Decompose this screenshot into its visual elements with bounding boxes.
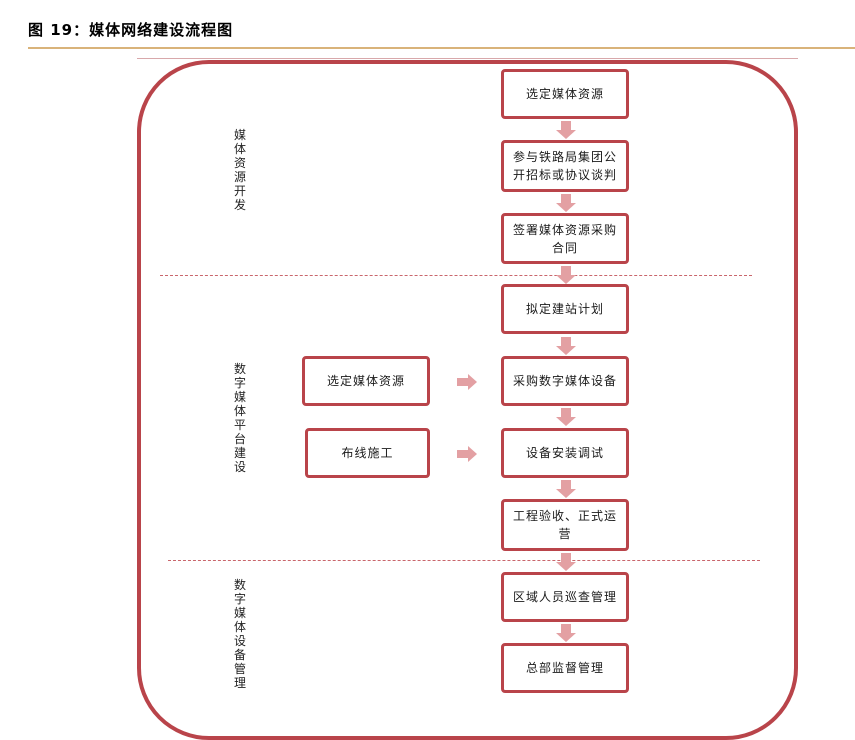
right-arrow-1 [457,374,477,390]
frame-top-line [137,58,798,59]
flow-node-install-debug: 设备安装调试 [501,428,629,478]
section-label-media-resource: 媒体资源开发 [233,128,246,212]
down-arrow-1 [556,121,576,139]
flow-node-bidding: 参与铁路局集团公开招标或协议谈判 [501,140,629,192]
down-arrow-8 [556,624,576,642]
down-arrow-3 [556,266,576,284]
flow-node-station-plan: 拟定建站计划 [501,284,629,334]
down-arrow-7 [556,553,576,571]
side-node-wiring: 布线施工 [305,428,430,478]
flow-node-purchase-equipment: 采购数字媒体设备 [501,356,629,406]
down-arrow-6 [556,480,576,498]
flow-node-select-media: 选定媒体资源 [501,69,629,119]
right-arrow-2 [457,446,477,462]
down-arrow-5 [556,408,576,426]
flow-node-regional-inspection: 区域人员巡查管理 [501,572,629,622]
section-divider-1 [160,275,752,276]
figure-title: 图 19：媒体网络建设流程图 [28,21,234,39]
side-node-select-media: 选定媒体资源 [302,356,430,406]
flow-node-sign-contract: 签署媒体资源采购合同 [501,213,629,264]
section-label-equipment: 数字媒体设备管理 [233,578,246,690]
flow-node-hq-supervision: 总部监督管理 [501,643,629,693]
section-label-platform: 数字媒体平台建设 [233,362,246,474]
down-arrow-4 [556,337,576,355]
section-divider-2 [168,560,760,561]
flow-node-acceptance-operation: 工程验收、正式运营 [501,499,629,551]
down-arrow-2 [556,194,576,212]
title-rule [28,47,855,49]
